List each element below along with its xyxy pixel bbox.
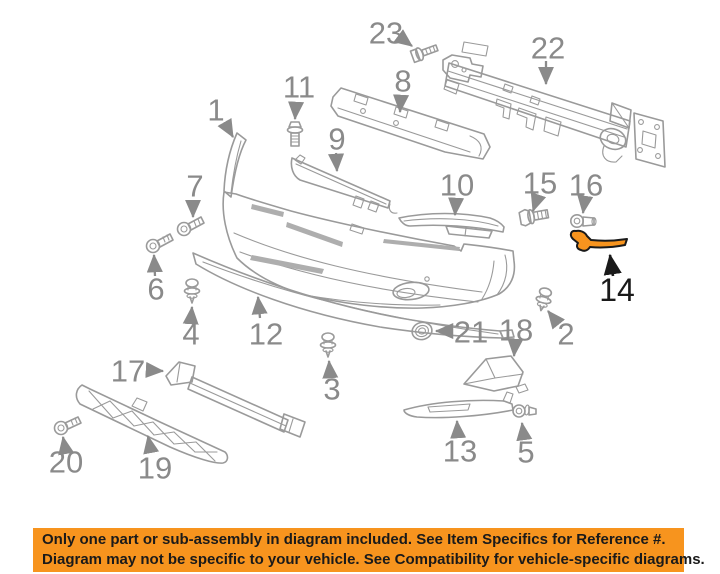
leader-arrow-18 xyxy=(507,338,524,358)
leader-arrow-9 xyxy=(328,152,345,173)
part-number-8: 8 xyxy=(394,64,411,99)
part-16-grommet-nut xyxy=(569,214,597,229)
leader-arrow-8 xyxy=(392,94,410,114)
part-number-19: 19 xyxy=(138,451,172,486)
part-number-16: 16 xyxy=(569,168,603,203)
leader-arrow-15 xyxy=(530,192,547,213)
part-number-15: 15 xyxy=(523,166,557,201)
leader-arrow-11 xyxy=(287,101,305,121)
disclaimer-line-2: Diagram may not be specific to your vehi… xyxy=(42,551,705,568)
part-number-17: 17 xyxy=(111,354,145,389)
part-3-clip xyxy=(319,332,337,358)
part-number-10: 10 xyxy=(440,168,474,203)
leader-arrow-13 xyxy=(450,419,467,439)
leader-arrow-6 xyxy=(146,253,163,277)
leader-arrow-19 xyxy=(143,434,160,455)
part-22-reinforcement-beam xyxy=(442,41,666,168)
part-14-bracket-highlighted xyxy=(569,229,628,252)
part-number-1: 1 xyxy=(207,93,224,128)
part-1-bumper-cover xyxy=(222,132,516,309)
part-19-lower-grille xyxy=(75,384,229,464)
part-number-18: 18 xyxy=(499,313,533,348)
leader-arrow-1 xyxy=(217,118,234,138)
part-20-bolt xyxy=(53,416,82,436)
part-7-bolt xyxy=(176,216,205,237)
part-number-6: 6 xyxy=(147,272,164,307)
disclaimer-line-1: Only one part or sub-assembly in diagram… xyxy=(42,531,666,548)
part-11-bolt xyxy=(286,121,304,147)
leader-arrow-2 xyxy=(547,310,566,330)
leader-arrow-23 xyxy=(393,29,413,47)
part-17-grille-bar xyxy=(165,361,306,438)
part-number-21: 21 xyxy=(454,315,488,350)
part-21-grommet xyxy=(411,321,433,341)
part-number-22: 22 xyxy=(531,31,565,66)
part-number-14: 14 xyxy=(599,272,635,308)
part-number-2: 2 xyxy=(557,317,574,352)
part-number-20: 20 xyxy=(49,445,83,480)
leader-arrow-14 xyxy=(603,253,622,277)
part-10-grille-molding xyxy=(398,212,505,239)
part-number-13: 13 xyxy=(443,434,477,469)
part-9-upper-retainer xyxy=(290,154,398,214)
leader-arrow-16 xyxy=(577,194,594,215)
leader-arrow-10 xyxy=(448,197,465,217)
part-number-5: 5 xyxy=(517,435,534,470)
leader-arrow-20 xyxy=(58,435,75,456)
part-18-fog-bezel xyxy=(463,355,529,394)
leader-arrow-4 xyxy=(182,305,199,325)
disclaimer-banner: Only one part or sub-assembly in diagram… xyxy=(33,528,705,572)
leader-arrow-5 xyxy=(516,421,533,442)
part-number-9: 9 xyxy=(328,122,345,157)
part-number-12: 12 xyxy=(249,317,283,352)
part-number-4: 4 xyxy=(182,317,199,352)
part-2-clip xyxy=(535,287,553,312)
leader-arrow-12 xyxy=(251,295,268,319)
part-number-23: 23 xyxy=(369,16,403,51)
part-5-clip xyxy=(512,404,537,418)
leader-arrow-17 xyxy=(145,361,165,378)
part-13-lower-trim xyxy=(403,391,514,419)
part-number-3: 3 xyxy=(323,372,340,407)
leader-arrow-3 xyxy=(322,359,339,379)
part-4-clip xyxy=(183,278,201,304)
part-6-bolt xyxy=(145,233,174,254)
part-8-energy-absorber xyxy=(330,87,491,160)
part-23-bolt xyxy=(409,44,439,64)
part-number-7: 7 xyxy=(186,169,203,204)
part-number-11: 11 xyxy=(283,70,315,105)
